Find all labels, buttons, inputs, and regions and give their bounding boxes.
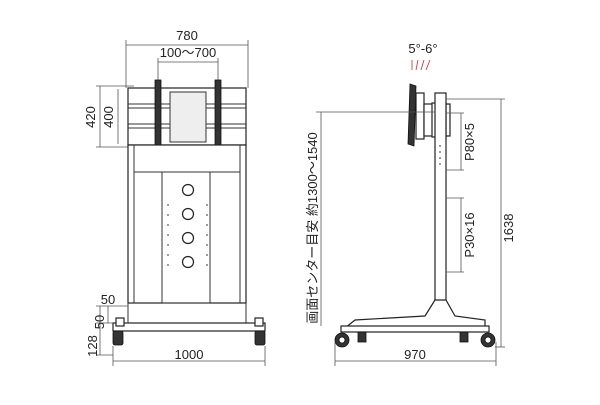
dim-foot-total: 128 — [85, 335, 100, 357]
column-holes — [439, 145, 441, 165]
dim-base-width: 1000 — [175, 347, 204, 362]
cable-hole-3 — [181, 231, 195, 245]
caster-right — [254, 330, 266, 346]
cable-hole-2 — [181, 207, 195, 221]
foot-pad-front — [357, 331, 367, 343]
bracket-right — [214, 79, 222, 147]
stand-outer-frame — [127, 144, 247, 304]
base-bar — [112, 322, 266, 332]
side-base — [343, 299, 486, 329]
caster-front-hub — [338, 336, 346, 344]
dim-foot-offset: 50 — [92, 315, 107, 329]
display-arm — [415, 92, 425, 140]
foot-block-left — [115, 317, 125, 327]
center-column-panel — [161, 171, 211, 304]
caster-left — [112, 330, 124, 346]
dim-base-depth: 970 — [404, 347, 426, 362]
dim-height-outer: 420 — [83, 106, 98, 128]
center-height-guide: 画面センター目安 約1300～1540 — [305, 132, 320, 323]
front-view: 780 100～700 420 400 — [83, 28, 266, 366]
vertical-column — [434, 92, 447, 319]
slot-dots — [167, 204, 208, 266]
dim-total-height: 1638 — [501, 214, 516, 243]
caster-rear-hub — [484, 336, 492, 344]
dim-bracket-range: 100～700 — [160, 45, 216, 60]
pitch-lower-label: P30×16 — [462, 212, 477, 257]
pitch-upper-label: P80×5 — [462, 123, 477, 161]
side-view: 5°-6° 画面センター目安 約1300～1540 — [305, 41, 516, 366]
display-panel-side — [407, 83, 417, 147]
dim-width-top: 780 — [176, 28, 198, 43]
tilt-indicator-lines — [411, 59, 431, 71]
center-mount-plate — [169, 91, 207, 143]
foot-pad-rear — [459, 331, 469, 343]
cable-hole-1 — [181, 183, 195, 197]
cable-hole-4 — [181, 255, 195, 269]
tilt-angle-label: 5°-6° — [408, 41, 437, 56]
bracket-left — [154, 79, 162, 147]
foot-block-right — [254, 317, 264, 327]
side-base-plate — [340, 325, 490, 333]
dim-height-inner: 400 — [101, 106, 116, 128]
dim-base-height: 50 — [101, 292, 115, 307]
